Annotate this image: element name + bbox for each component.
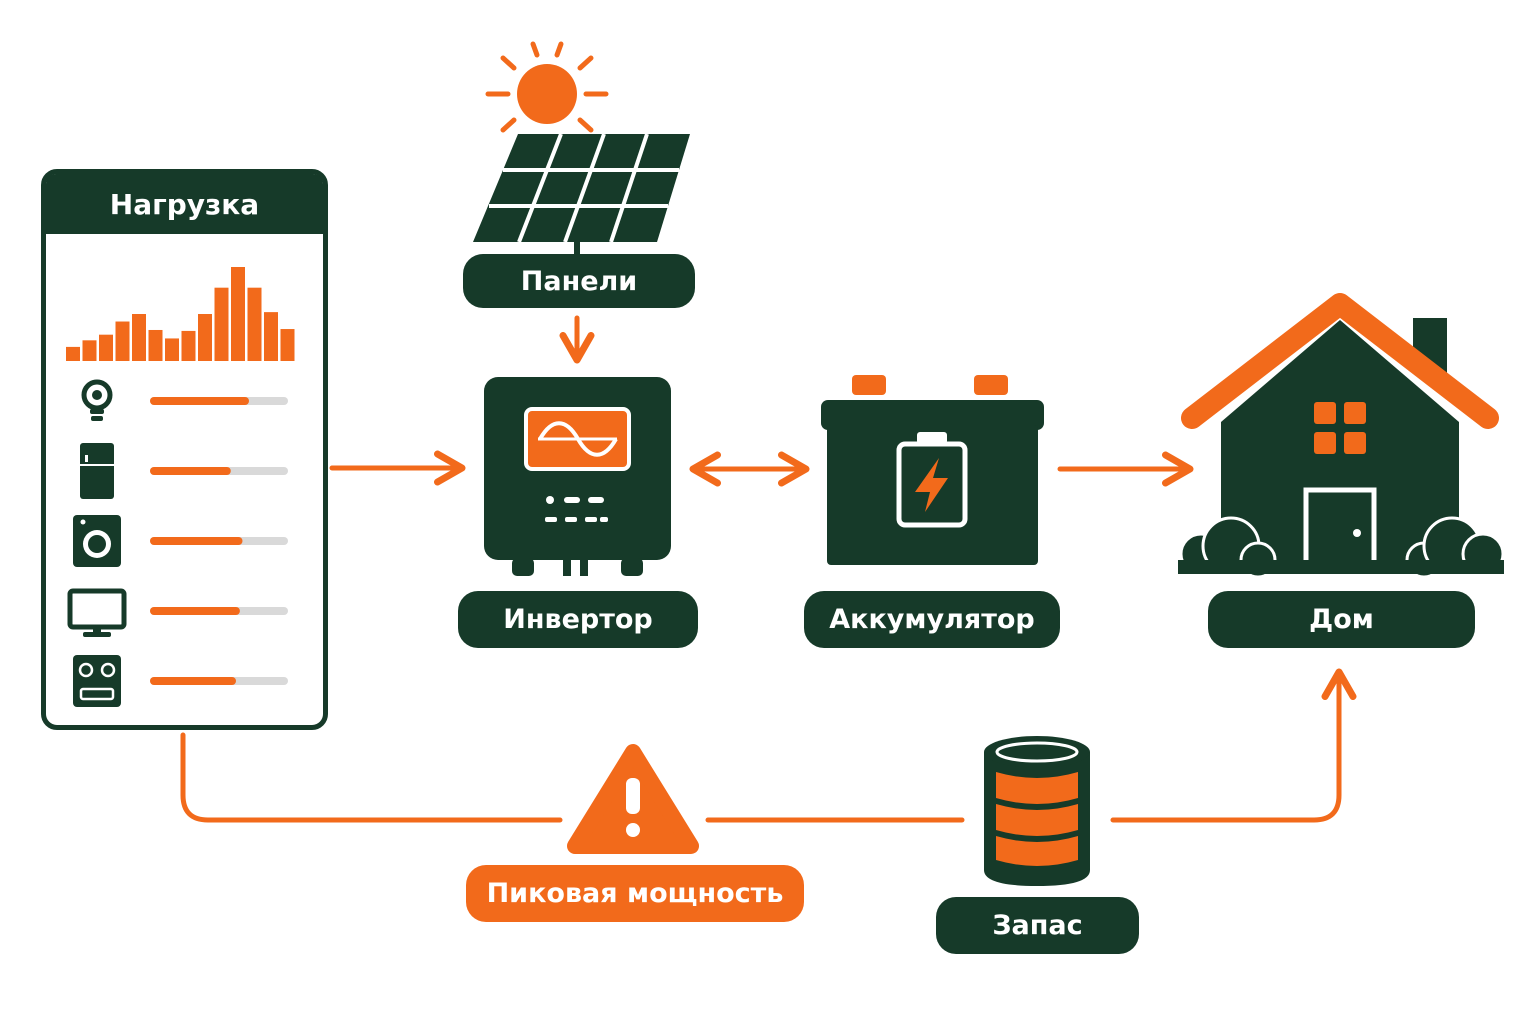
battery-icon: [821, 375, 1044, 565]
peak-power-label: Пиковая мощность: [466, 865, 804, 922]
washing-machine-icon: [73, 515, 121, 567]
load-chart: [66, 267, 295, 707]
battery-label: Аккумулятор: [804, 591, 1060, 648]
house-roof: [1181, 293, 1499, 429]
histogram-bar: [247, 287, 262, 361]
lightning-bolt-icon: [915, 458, 948, 512]
histogram-bar: [148, 329, 163, 361]
arrow-reserve-to-house: [1110, 668, 1357, 823]
histogram-bar: [115, 321, 130, 361]
solar-panel-icon: [473, 133, 690, 256]
histogram-bar: [82, 340, 97, 361]
histogram-bar: [181, 330, 196, 361]
inverter-icon: [484, 377, 671, 576]
load-panel: Нагрузка: [41, 169, 328, 730]
histogram-bar: [280, 329, 295, 361]
reserve-storage-icon: [984, 736, 1090, 886]
reserve-label: Запас: [936, 897, 1139, 954]
load-panel-title: Нагрузка: [46, 174, 323, 234]
load-histogram: [66, 267, 295, 361]
stove-icon: [73, 655, 121, 707]
house-icon: [1178, 293, 1505, 579]
house-label: Дом: [1208, 591, 1475, 648]
connectors: [180, 315, 1357, 823]
histogram-bar: [66, 346, 80, 361]
sun-icon: [485, 41, 609, 133]
tv-icon: [67, 588, 127, 637]
histogram-bar: [198, 314, 212, 361]
light-bulb-icon: [81, 379, 113, 421]
warning-icon: [567, 744, 699, 854]
histogram-bar: [231, 267, 245, 361]
histogram-bar: [132, 314, 146, 361]
histogram-bar: [264, 312, 278, 361]
house-window: [1314, 402, 1366, 454]
appliance-list: [67, 379, 288, 707]
inverter-label: Инвертор: [458, 591, 698, 648]
line-load-to-peak: [180, 732, 563, 823]
histogram-bar: [99, 334, 113, 361]
histogram-bar: [165, 338, 179, 361]
panels-label: Панели: [463, 254, 695, 308]
refrigerator-icon: [80, 443, 114, 499]
histogram-bar: [214, 287, 229, 361]
